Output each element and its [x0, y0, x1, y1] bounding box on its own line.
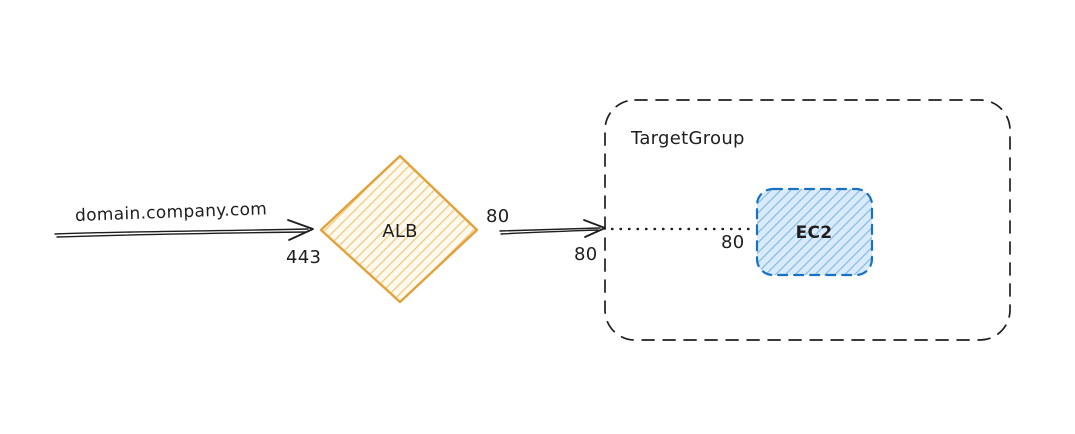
arrow-shaft: [54, 228, 309, 235]
ec2-port-label: 80: [721, 232, 745, 253]
alb-diamond-shape: [319, 154, 479, 304]
arrow-head: [287, 219, 314, 241]
arrow-shaft-sketch: [500, 229, 599, 235]
target-group-box: [604, 99, 1011, 341]
arrow-shaft-sketch: [56, 231, 306, 238]
source-domain-label: domain.company.com: [75, 199, 268, 226]
target-group-container: TargetGroup 80 EC2: [604, 99, 1011, 341]
ec2-label: EC2: [796, 223, 833, 243]
alb-label: ALB: [382, 221, 418, 242]
tg-in-port-label: 80: [574, 244, 598, 265]
ec2-node: EC2: [755, 187, 874, 277]
arrow-shaft: [499, 227, 601, 232]
alb-to-tg-arrow: [499, 219, 606, 238]
ingress-port-label: 443: [286, 247, 321, 268]
alb-node: ALB: [319, 154, 479, 304]
ec2-box-shape: [755, 187, 874, 277]
arrow-head: [583, 219, 606, 238]
ingress-arrow: [54, 219, 314, 241]
alb-out-port-label: 80: [486, 206, 510, 227]
target-group-label: TargetGroup: [630, 128, 745, 149]
